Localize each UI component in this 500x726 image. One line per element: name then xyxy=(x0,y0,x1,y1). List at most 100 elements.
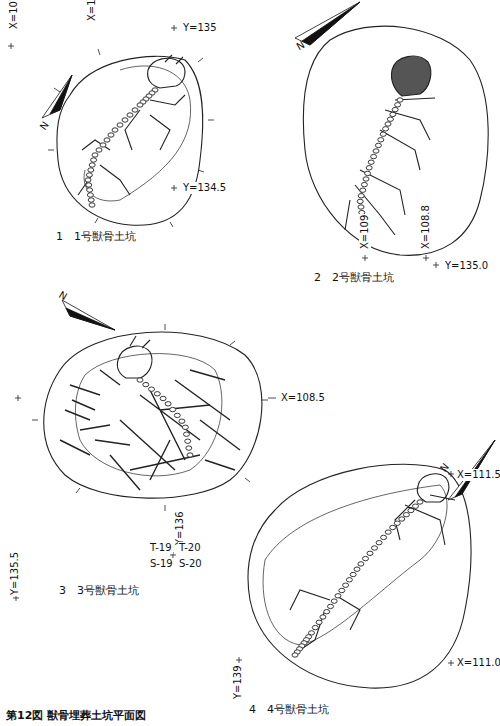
vertebra xyxy=(100,143,106,147)
skull xyxy=(117,346,152,378)
vertebra xyxy=(328,604,334,608)
vertebra xyxy=(112,128,118,132)
vertebra xyxy=(395,103,401,107)
coordinate-label: Y=134.5 xyxy=(182,182,227,194)
pit-outline xyxy=(44,332,262,498)
vertebra xyxy=(397,98,403,102)
coordinate-label: X=10 xyxy=(86,0,98,22)
vertebra xyxy=(366,166,372,170)
north-label: N xyxy=(437,461,452,476)
vertebra xyxy=(88,198,94,202)
vertebra xyxy=(358,205,364,209)
vertebra xyxy=(186,446,192,450)
vertebra xyxy=(89,203,95,207)
vertebra xyxy=(350,572,356,576)
vertebra xyxy=(339,588,345,592)
vertebra xyxy=(380,132,386,136)
vertebra xyxy=(373,149,379,153)
vertebra xyxy=(89,163,95,167)
vertebra xyxy=(160,396,166,400)
panel-caption: 1 1号獣骨土坑 xyxy=(55,231,137,243)
vertebra xyxy=(91,158,97,162)
vertebra xyxy=(87,188,93,192)
vertebra xyxy=(154,392,160,396)
vertebra xyxy=(165,402,171,406)
vertebra xyxy=(390,525,396,529)
vertebra xyxy=(87,193,93,197)
panel-caption: 2 2号獣骨土坑 xyxy=(313,272,395,284)
vertebra xyxy=(143,382,149,386)
vertebra xyxy=(363,556,369,560)
vertebra xyxy=(392,107,398,111)
coordinate-label: Y=135.0 xyxy=(444,260,489,272)
vertebra xyxy=(86,173,92,177)
coordinate-label: S-20 xyxy=(178,558,203,570)
vertebra xyxy=(371,154,377,158)
vertebra xyxy=(390,112,396,116)
vertebra xyxy=(312,625,318,629)
vertebra xyxy=(137,103,143,107)
vertebra xyxy=(372,546,378,550)
vertebra xyxy=(104,138,110,142)
vertebra xyxy=(381,535,387,539)
vertebra xyxy=(365,171,371,175)
north-arrow xyxy=(295,2,360,45)
vertebra xyxy=(292,653,298,657)
coordinate-label: Y=135.5 xyxy=(9,551,21,596)
vertebra xyxy=(324,610,330,614)
pit-outline xyxy=(248,464,471,688)
coordinate-label: T-20 xyxy=(178,542,202,554)
coordinate-label: S-19 xyxy=(149,558,174,570)
vertebra xyxy=(335,594,341,598)
vertebra xyxy=(413,504,419,508)
vertebra xyxy=(408,508,414,512)
skull xyxy=(391,56,430,96)
coordinate-label: Y=136 xyxy=(174,510,186,546)
vertebra xyxy=(316,620,322,624)
coordinate-label: Y=135 xyxy=(182,22,218,34)
vertebra xyxy=(179,419,185,423)
vertebra xyxy=(368,160,374,164)
vertebra xyxy=(137,378,143,382)
vertebra xyxy=(149,387,155,391)
vertebra xyxy=(363,177,369,181)
vertebra xyxy=(383,127,389,131)
vertebra xyxy=(122,118,128,122)
vertebra xyxy=(375,143,381,147)
vertebra xyxy=(394,521,400,525)
vertebra xyxy=(358,562,364,566)
vertebra xyxy=(378,138,384,142)
coordinate-label: Y=139 xyxy=(232,664,244,700)
vertebra xyxy=(417,500,423,504)
north-arrow xyxy=(62,300,115,330)
vertebra xyxy=(127,113,133,117)
vertebra xyxy=(184,432,190,436)
vertebra xyxy=(132,108,138,112)
vertebra xyxy=(358,194,364,198)
panel-caption: 4 4号獣骨土坑 xyxy=(248,704,330,716)
coordinate-label: X=109 xyxy=(359,214,371,250)
vertebra xyxy=(170,407,176,411)
vertebra xyxy=(182,425,188,429)
skull xyxy=(148,58,185,88)
vertebra xyxy=(354,567,360,571)
panel-caption: 3 3号獣骨土坑 xyxy=(58,585,140,597)
coordinate-label: X=108.5 xyxy=(280,392,326,404)
vertebra xyxy=(320,615,326,619)
pit-outline xyxy=(57,56,203,225)
vertebra xyxy=(346,578,352,582)
vertebra xyxy=(360,188,366,192)
pit-outline xyxy=(303,26,488,255)
north-label: N xyxy=(56,288,70,303)
vertebra xyxy=(117,123,123,127)
north-arrow xyxy=(42,75,72,118)
vertebra xyxy=(187,453,193,457)
vertebra xyxy=(361,182,367,186)
figure-caption: 第12図 獣骨埋葬土坑平面図 xyxy=(5,710,147,722)
coordinate-label: T-19 xyxy=(149,542,173,554)
vertebra xyxy=(185,439,191,443)
vertebra xyxy=(174,413,180,417)
vertebra xyxy=(376,541,382,545)
vertebra xyxy=(88,168,94,172)
vertebra xyxy=(385,122,391,126)
